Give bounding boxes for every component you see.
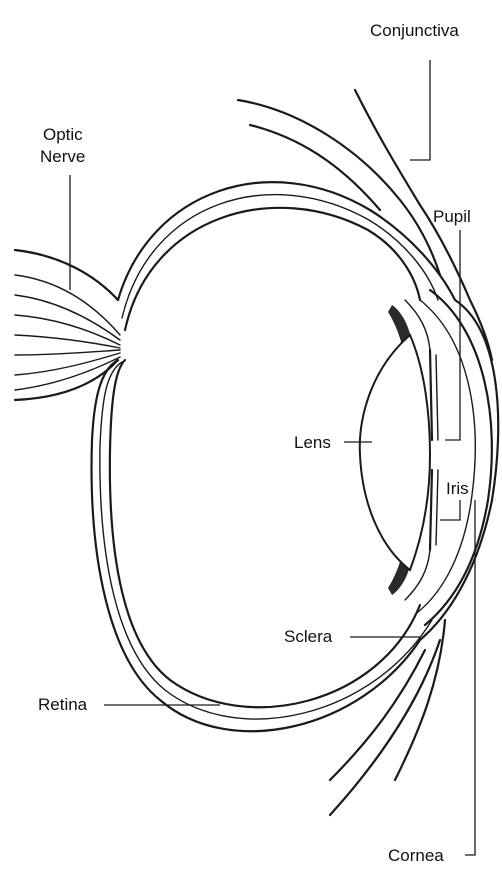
label-lens: Lens: [294, 433, 331, 452]
label-cornea: Cornea: [388, 846, 444, 865]
lens: [360, 335, 430, 570]
label-conjunctiva: Conjunctiva: [370, 21, 459, 40]
cornea-outline: [425, 290, 492, 625]
conjunctiva-leader: [410, 60, 430, 160]
label-iris: Iris: [446, 479, 469, 498]
label-retina: Retina: [38, 695, 88, 714]
label-optic-nerve-line2: Nerve: [40, 147, 85, 166]
upper-eyelid-inner: [250, 125, 380, 210]
lower-eyelid: [330, 640, 440, 815]
iris-leader: [440, 500, 460, 520]
conjunctiva-upper: [355, 90, 492, 360]
label-pupil: Pupil: [433, 207, 471, 226]
iris-inner: [436, 355, 438, 545]
label-optic-nerve-line1: Optic: [43, 125, 83, 144]
label-sclera: Sclera: [284, 627, 333, 646]
lower-eyelid-inner: [330, 650, 425, 780]
